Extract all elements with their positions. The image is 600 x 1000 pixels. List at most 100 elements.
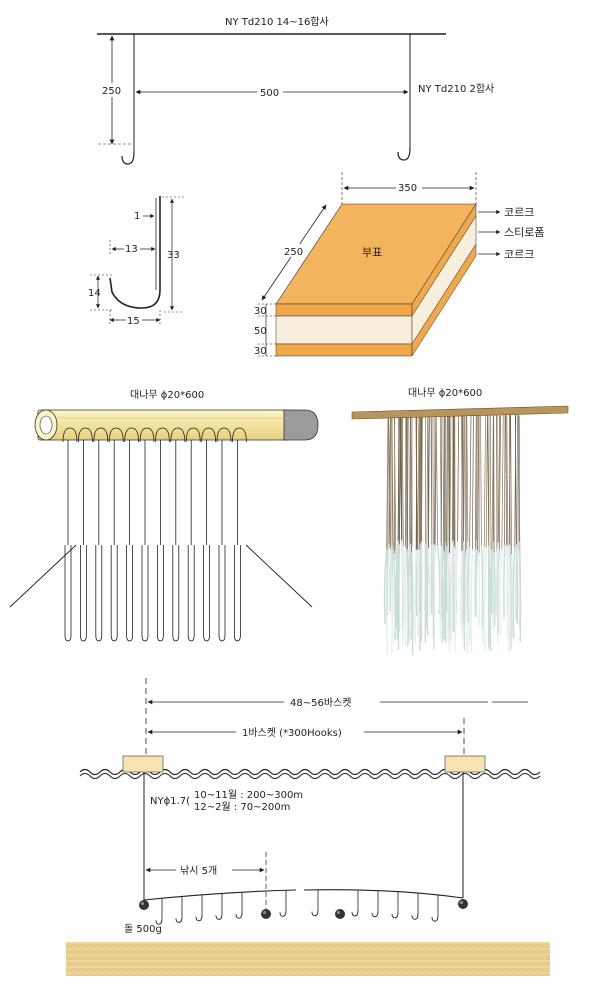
photo-strand-lower: [480, 545, 484, 628]
float-depth-value: 250: [284, 247, 303, 258]
photo-strand-lower: [506, 544, 510, 638]
photo-strand-upper: [516, 415, 518, 554]
bamboo-line-end-loop: [172, 545, 180, 642]
photo-strand-upper: [402, 413, 404, 546]
bamboo-line-end-loop: [80, 545, 87, 642]
drop-dimension-bg: [100, 83, 122, 97]
float-front-cork-top: [275, 303, 413, 317]
depth-dec-feb: 12~2월 : 70~200m: [194, 801, 290, 813]
bottom-hook: [371, 910, 379, 918]
spacing-dimension-value: 500: [260, 88, 279, 99]
hook-bend-height: 14: [88, 288, 101, 299]
hook-length: 33: [167, 250, 180, 261]
photo-strand-upper: [449, 413, 452, 554]
photo-strand-lower: [383, 550, 388, 625]
stone-weight: [139, 900, 149, 910]
branchline-section: NY Td210 14~16합사 250 500 NY Td210 2합사: [97, 16, 494, 165]
photo-background: [350, 400, 570, 658]
photo-strand-lower: [470, 549, 474, 652]
photo-strand-lower: [441, 549, 444, 623]
photo-strand-lower: [414, 549, 417, 644]
photo-strand-upper: [440, 415, 443, 546]
bamboo-loop: [170, 427, 186, 443]
seabed-tint: [66, 942, 550, 976]
photo-strand-upper: [426, 415, 428, 545]
photo-strand-upper: [410, 413, 413, 544]
photo-strand-upper: [388, 412, 391, 549]
photo-strand-lower: [493, 552, 496, 626]
bamboo-loop: [108, 427, 124, 443]
seabed: [66, 942, 550, 976]
photo-strand-lower: [420, 540, 423, 616]
photo-pole: [351, 405, 569, 420]
bamboo-photo: 대나무 ϕ20*600: [350, 387, 570, 658]
photo-strand-upper: [480, 415, 482, 546]
stone-highlight: [262, 910, 267, 915]
photo-strand-upper: [406, 413, 408, 549]
photo-strand-upper: [477, 412, 480, 551]
stone-highlight: [336, 910, 341, 915]
photo-strand-lower: [425, 544, 428, 628]
surface-float-left: [122, 755, 164, 773]
photo-strand-lower: [495, 542, 499, 616]
mainline-sag-right: [303, 889, 464, 899]
photo-strand-lower: [503, 544, 506, 619]
photo-strand-lower: [447, 553, 451, 645]
branchline-label: NY Td210 2합사: [418, 83, 494, 95]
float-thickness-top: 30: [254, 306, 267, 317]
photo-strand-lower: [439, 545, 443, 639]
float-front-cork-bottom: [275, 343, 413, 357]
photo-strand-upper: [497, 415, 500, 543]
photo-strand-upper: [391, 414, 394, 550]
photo-strand-upper: [446, 412, 448, 547]
bamboo-loop: [78, 427, 93, 443]
photo-strand-upper: [483, 412, 486, 547]
photo-strand-lower: [444, 546, 448, 643]
photo-strand-lower: [419, 541, 423, 612]
bamboo-line-end-loop: [64, 545, 72, 642]
photo-strand-lower: [396, 544, 401, 633]
bamboo-line-loops: [62, 427, 247, 642]
photo-strand-lower: [395, 540, 399, 629]
float-width-bg: [396, 181, 422, 194]
hook-top-width: 1: [134, 211, 140, 222]
photo-strand-lower: [515, 544, 519, 625]
photo-strand-upper: [417, 413, 420, 552]
photo-strand-lower: [496, 549, 501, 635]
photo-strand-upper: [510, 414, 512, 554]
photo-strand-lower: [427, 548, 431, 617]
bottom-hook: [311, 909, 319, 917]
photo-strand-upper: [505, 414, 507, 546]
bamboo-loop: [232, 427, 247, 443]
photo-strand-lower: [454, 541, 459, 626]
photo-strand-lower: [460, 550, 463, 626]
stone-weight: [335, 909, 345, 919]
photo-strand-upper: [399, 414, 402, 545]
photo-strand-upper: [419, 414, 421, 550]
float-side-cork-bottom: [411, 243, 477, 357]
bottom-hook: [351, 910, 359, 917]
hook-right: [397, 147, 411, 161]
hook-gape-width: 13: [125, 244, 138, 255]
photo-strand-upper: [509, 414, 511, 546]
photo-strand-upper: [506, 415, 509, 546]
float-detail: 350 부표 250 30 50 30 코르크 스티로폼 코르크: [254, 172, 544, 357]
longline-section: 48~56바스켓 1바스켓 (*300Hooks) NYϕ1.7( 10~11월…: [66, 678, 550, 976]
basket-span-label: 1바스켓 (*300Hooks): [242, 727, 342, 739]
bottom-hook: [411, 913, 419, 920]
float-thickness-bottom: 30: [254, 346, 267, 357]
layer-bottom-label: 코르크: [504, 248, 534, 261]
stone-highlight: [459, 900, 464, 905]
photo-strand-upper: [485, 413, 488, 548]
layer-top-label: 코르크: [504, 206, 534, 219]
photo-strand-lower: [467, 541, 471, 646]
photo-strand-upper: [453, 413, 455, 547]
bottom-hook: [215, 913, 223, 920]
float-front-foam: [275, 315, 413, 345]
hook-left: [121, 151, 135, 165]
stone-highlight: [140, 901, 145, 906]
photo-strand-upper: [472, 415, 474, 550]
hook-bottom-width: 15: [127, 316, 140, 327]
float-depth-bg: [282, 244, 306, 257]
float-center-label: 부표: [362, 246, 382, 259]
